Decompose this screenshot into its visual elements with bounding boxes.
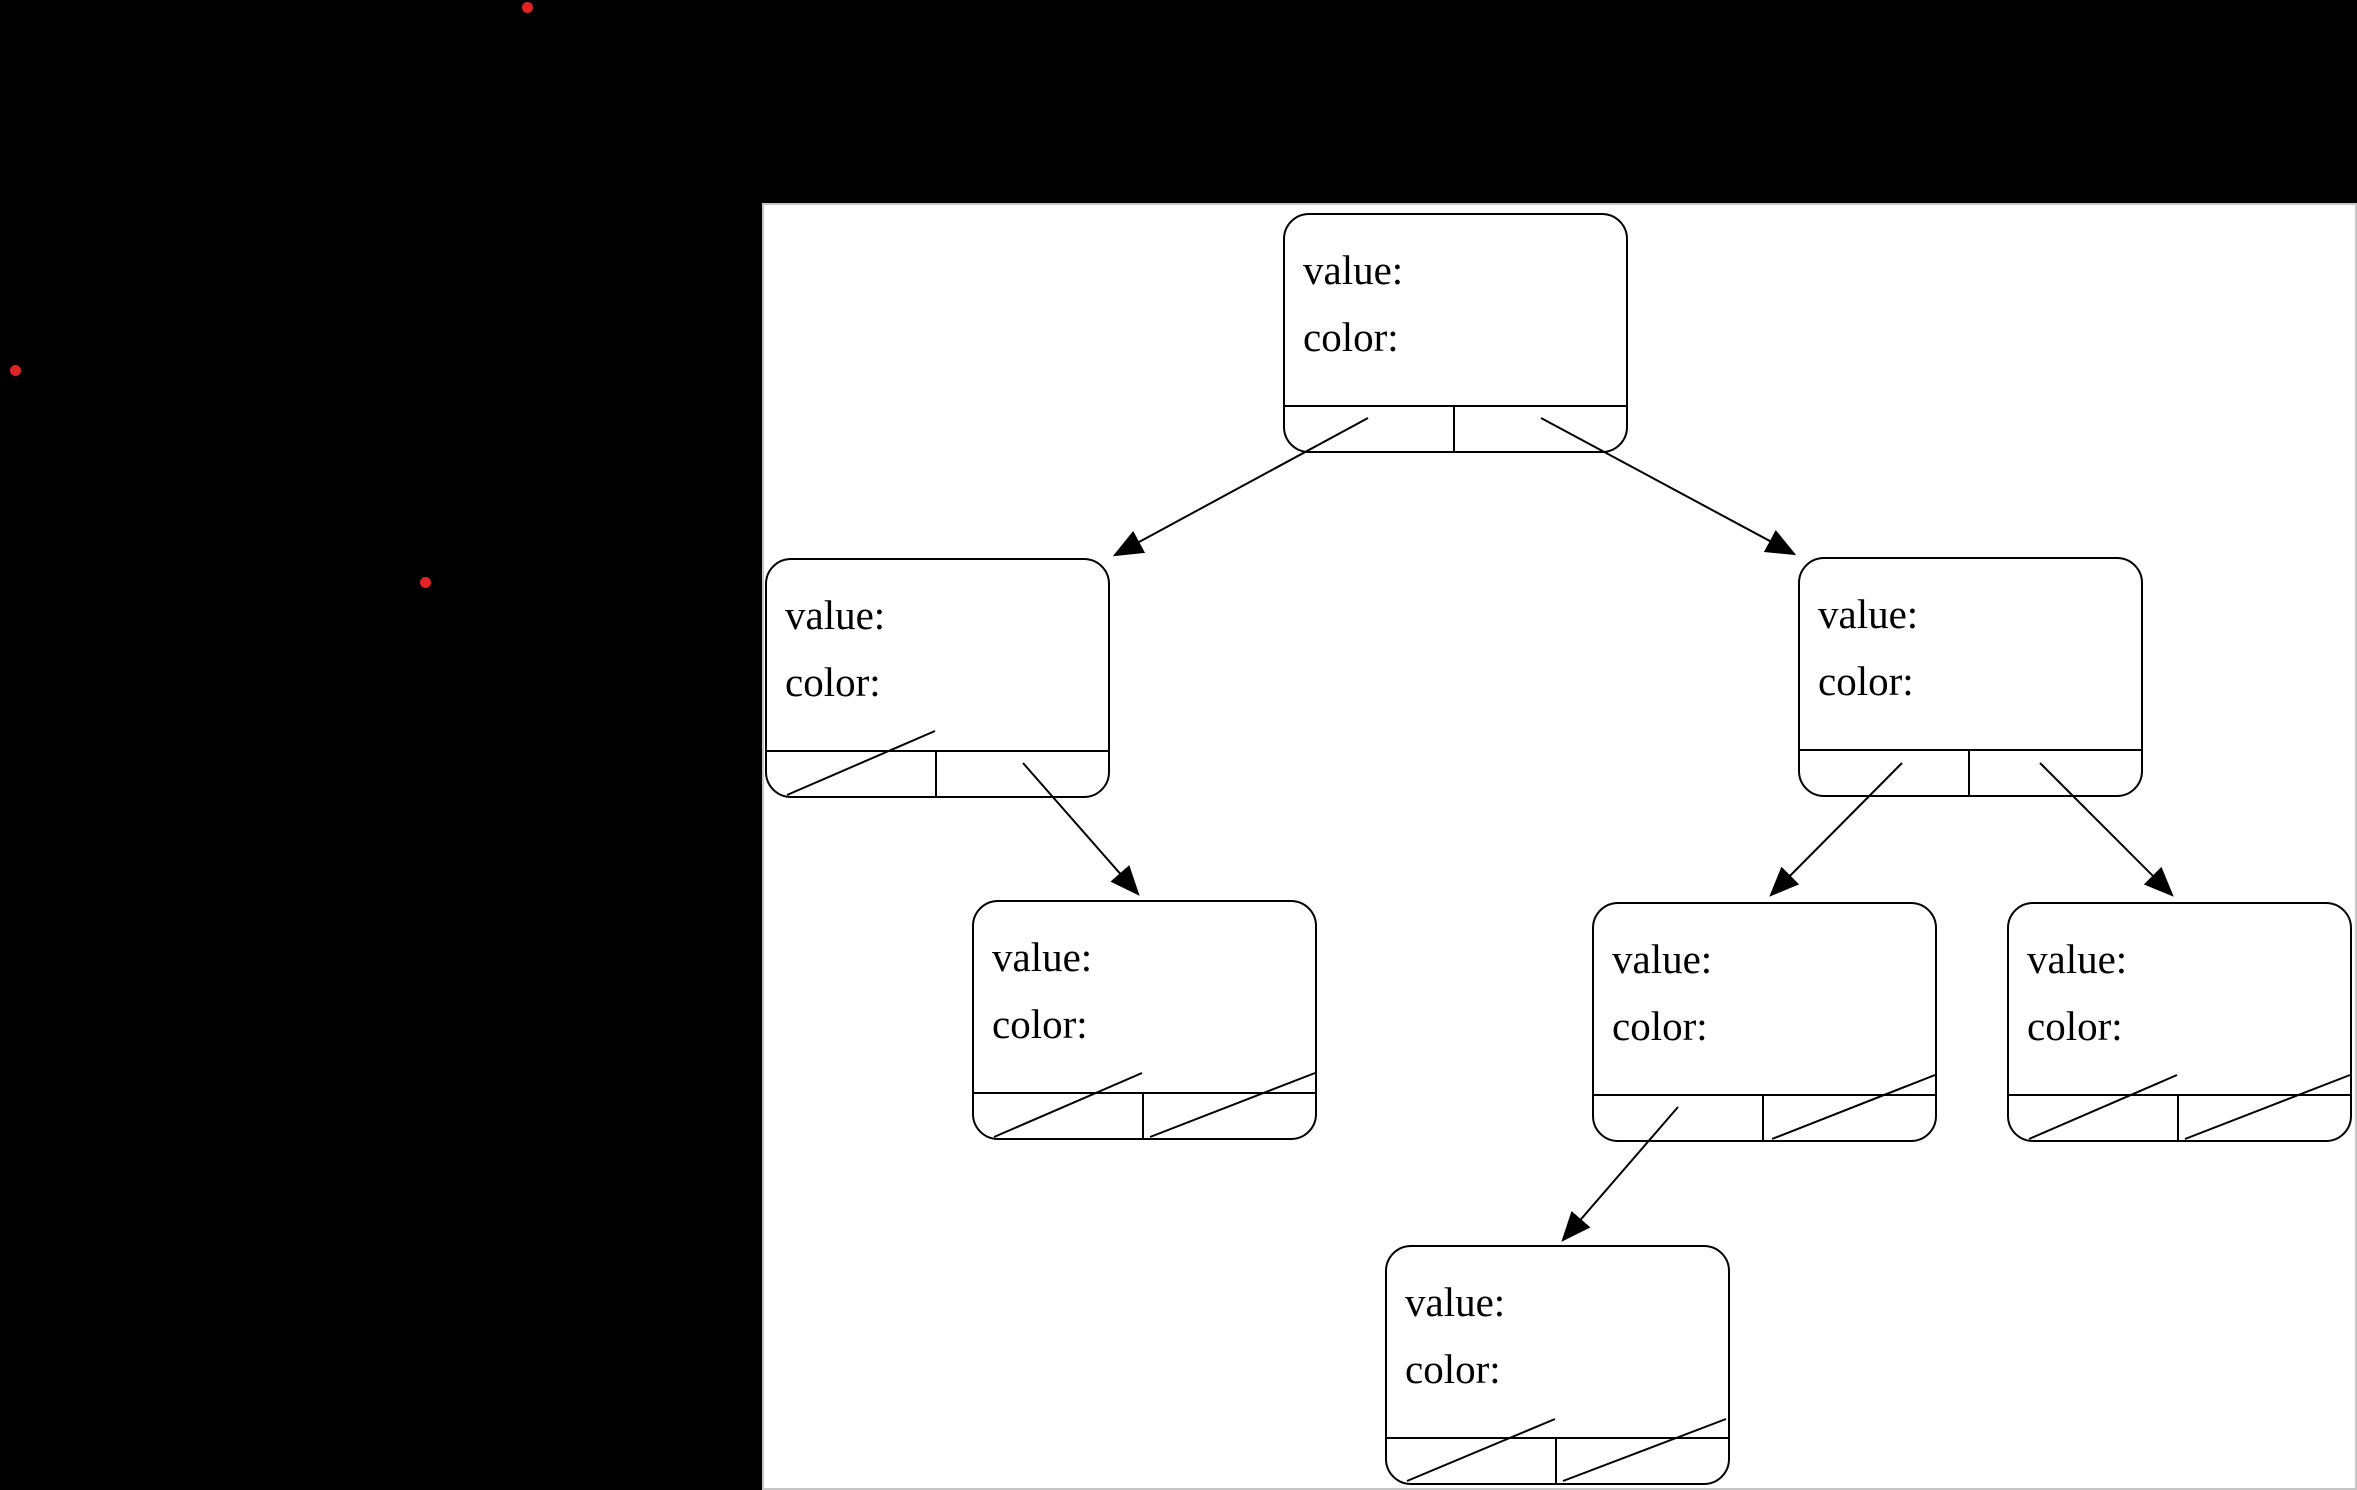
tree-node-root: value: color: — [1283, 213, 1628, 453]
pointer-row — [1387, 1437, 1728, 1483]
tree-node-right-right-grandchild: value: color: — [2007, 902, 2352, 1142]
right-pointer-cell — [1455, 407, 1626, 451]
red-dot-3 — [420, 577, 431, 588]
pointer-row — [1800, 749, 2141, 795]
tree-node-left-right-grandchild: value: color: — [972, 900, 1317, 1140]
tree-node-left-child: value: color: — [765, 558, 1110, 798]
color-label: color: — [1818, 658, 1914, 704]
tree-node-right-child: value: color: — [1798, 557, 2143, 797]
value-label: value: — [992, 934, 1093, 980]
red-dot-2 — [10, 365, 21, 376]
node-fields: value: color: — [974, 902, 1315, 1092]
pointer-row — [2009, 1094, 2350, 1140]
color-label: color: — [1405, 1346, 1501, 1392]
tree-node-great-grandchild: value: color: — [1385, 1245, 1730, 1485]
red-dot-1 — [522, 2, 533, 13]
node-fields: value: color: — [1387, 1247, 1728, 1437]
pointer-row — [1285, 405, 1626, 451]
node-fields: value: color: — [2009, 904, 2350, 1094]
color-label: color: — [992, 1001, 1088, 1047]
node-fields: value: color: — [1594, 904, 1935, 1094]
value-label: value: — [1303, 247, 1404, 293]
left-pointer-cell-null — [2009, 1096, 2179, 1140]
left-pointer-cell-null — [974, 1094, 1144, 1138]
left-pointer-cell — [1800, 751, 1970, 795]
left-pointer-cell-null — [1387, 1439, 1557, 1483]
value-label: value: — [1405, 1279, 1506, 1325]
value-label: value: — [1612, 936, 1713, 982]
color-label: color: — [1612, 1003, 1708, 1049]
node-fields: value: color: — [1285, 215, 1626, 405]
diagram-panel: value: color: value: color: value: color… — [762, 203, 2357, 1490]
right-pointer-cell — [937, 752, 1108, 796]
value-label: value: — [1818, 591, 1919, 637]
value-label: value: — [785, 592, 886, 638]
right-pointer-cell-null — [1144, 1094, 1315, 1138]
color-label: color: — [2027, 1003, 2123, 1049]
node-fields: value: color: — [1800, 559, 2141, 749]
right-pointer-cell — [1970, 751, 2141, 795]
left-pointer-cell-null — [767, 752, 937, 796]
right-pointer-cell-null — [2179, 1096, 2350, 1140]
right-pointer-cell-null — [1557, 1439, 1728, 1483]
color-label: color: — [785, 659, 881, 705]
pointer-row — [974, 1092, 1315, 1138]
pointer-row — [1594, 1094, 1935, 1140]
node-fields: value: color: — [767, 560, 1108, 750]
color-label: color: — [1303, 314, 1399, 360]
left-pointer-cell — [1285, 407, 1455, 451]
pointer-row — [767, 750, 1108, 796]
value-label: value: — [2027, 936, 2128, 982]
right-pointer-cell-null — [1764, 1096, 1935, 1140]
tree-node-right-left-grandchild: value: color: — [1592, 902, 1937, 1142]
left-pointer-cell — [1594, 1096, 1764, 1140]
